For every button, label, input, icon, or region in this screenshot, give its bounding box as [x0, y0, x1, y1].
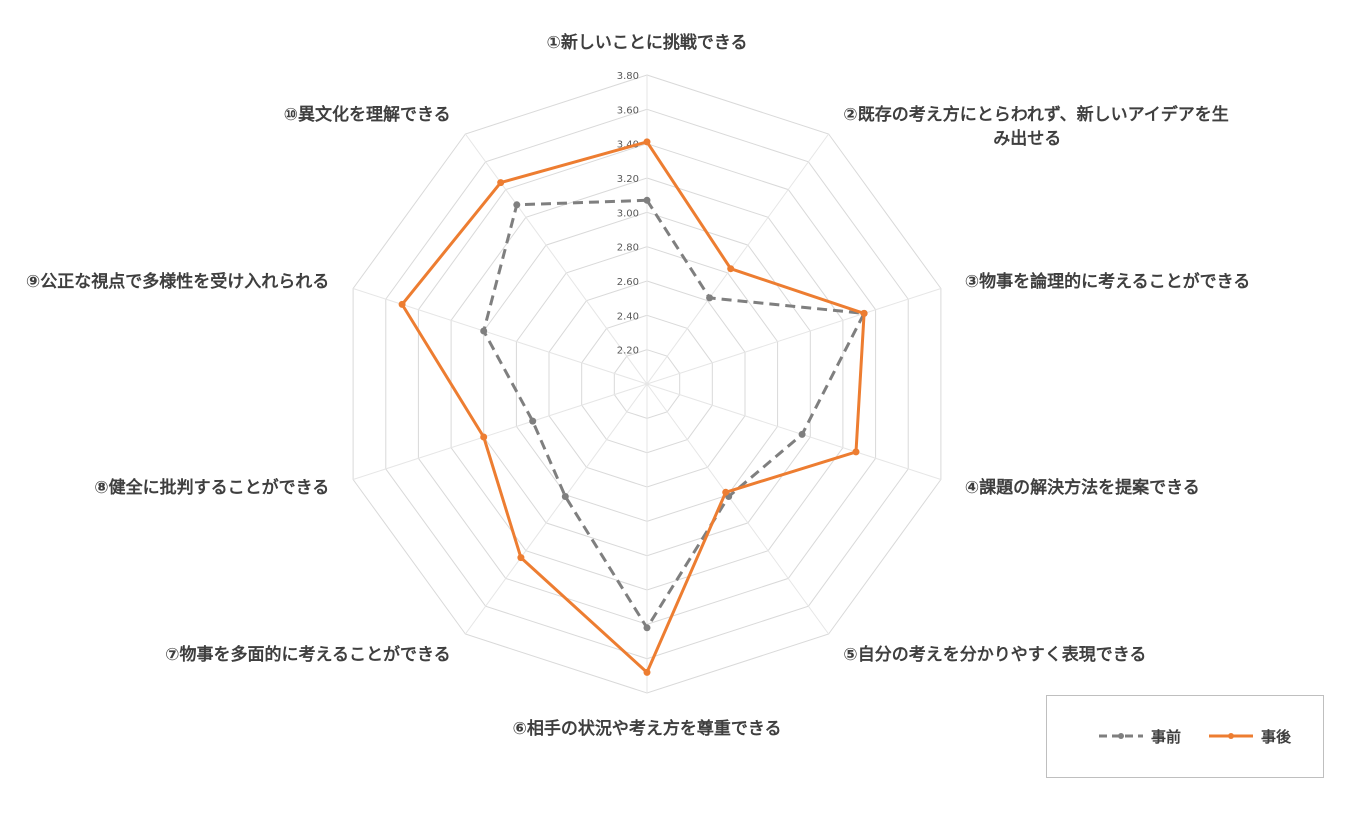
category-label-line: ⑥相手の状況や考え方を尊重できる: [512, 718, 781, 739]
legend-item-after: 事後: [1207, 726, 1291, 746]
category-label-line: ⑦物事を多面的に考えることができる: [165, 644, 451, 665]
category-label-line: ④課題の解決方法を提案できる: [965, 477, 1200, 498]
category-label-line: ③物事を論理的に考えることができる: [965, 271, 1251, 292]
category-label: ③物事を論理的に考えることができる: [965, 271, 1251, 292]
category-label-line: ⑨公正な視点で多様性を受け入れられる: [26, 271, 329, 292]
tick-label: 3.60: [617, 105, 639, 116]
data-point: [398, 300, 406, 308]
radial-tick-labels: 2.20 2.40 2.60 2.80 3.00 3.20 3.40 3.60 3.80: [617, 71, 639, 357]
radar-series: [398, 138, 868, 676]
grid-spoke: [646, 288, 942, 385]
data-point: [706, 294, 714, 302]
legend-item-before: 事前: [1097, 726, 1181, 746]
tick-label: 2.20: [617, 346, 639, 357]
data-point: [561, 493, 569, 500]
tick-label: 3.20: [617, 174, 639, 185]
series-line: [482, 198, 866, 630]
data-point: [643, 196, 651, 204]
category-label: ⑤自分の考えを分かりやすく表現できる: [843, 644, 1146, 665]
series-after: [398, 138, 868, 676]
data-point: [643, 624, 651, 632]
category-label-line: ⑧健全に批判することができる: [94, 477, 329, 498]
legend-swatch-before: [1099, 733, 1143, 739]
data-point: [798, 430, 806, 438]
data-point: [643, 138, 651, 146]
data-point: [517, 554, 525, 562]
tick-label: 2.40: [617, 311, 639, 322]
data-point: [480, 327, 488, 335]
grid-spoke: [646, 383, 830, 635]
tick-label: 3.80: [617, 71, 639, 82]
data-point: [860, 309, 868, 317]
data-point: [727, 265, 735, 273]
category-label: ②既存の考え方にとらわれず、新しいアイデアを生み出せる: [843, 104, 1229, 149]
category-label-line: ②既存の考え方にとらわれず、新しいアイデアを生: [843, 104, 1229, 125]
grid-spoke: [464, 133, 648, 385]
tick-label: 3.00: [617, 208, 639, 219]
category-label: ⑩異文化を理解できる: [284, 104, 451, 125]
legend-label-before: 事前: [1151, 727, 1182, 746]
series-line: [400, 140, 866, 674]
grid-spoke: [352, 288, 648, 385]
grid-spoke: [646, 383, 942, 480]
tick-label: 2.80: [617, 243, 639, 254]
data-point: [852, 448, 860, 456]
data-point: [722, 488, 730, 496]
data-point: [497, 179, 505, 187]
category-label: ⑨公正な視点で多様性を受け入れられる: [26, 271, 329, 292]
legend-label-after: 事後: [1261, 727, 1292, 746]
data-point: [513, 201, 521, 209]
category-label: ⑦物事を多面的に考えることができる: [165, 644, 451, 665]
legend-swatch-after: [1209, 733, 1253, 739]
data-point: [643, 668, 651, 676]
data-point: [480, 433, 488, 441]
data-point: [529, 417, 537, 425]
category-label-line: ⑩異文化を理解できる: [284, 104, 451, 125]
chart-legend: 事前 事後: [1046, 695, 1324, 778]
series-before: [480, 196, 868, 632]
grid-spoke: [646, 133, 830, 385]
tick-label: 2.60: [617, 277, 639, 288]
radar-grid: [352, 74, 942, 694]
grid-spoke: [352, 383, 648, 480]
category-labels: ①新しいことに挑戦できる ②既存の考え方にとらわれず、新しいアイデアを生み出せる ③…: [26, 32, 1250, 739]
category-label-line: ⑤自分の考えを分かりやすく表現できる: [843, 644, 1146, 665]
category-label: ⑧健全に批判することができる: [94, 477, 329, 498]
category-label-line: ①新しいことに挑戦できる: [546, 32, 747, 53]
tick-label: 3.40: [617, 140, 639, 151]
category-label: ⑥相手の状況や考え方を尊重できる: [512, 718, 781, 739]
category-label-line: み出せる: [993, 128, 1061, 149]
grid-spoke: [464, 383, 648, 635]
category-label: ①新しいことに挑戦できる: [546, 32, 747, 53]
category-label: ④課題の解決方法を提案できる: [965, 477, 1200, 498]
